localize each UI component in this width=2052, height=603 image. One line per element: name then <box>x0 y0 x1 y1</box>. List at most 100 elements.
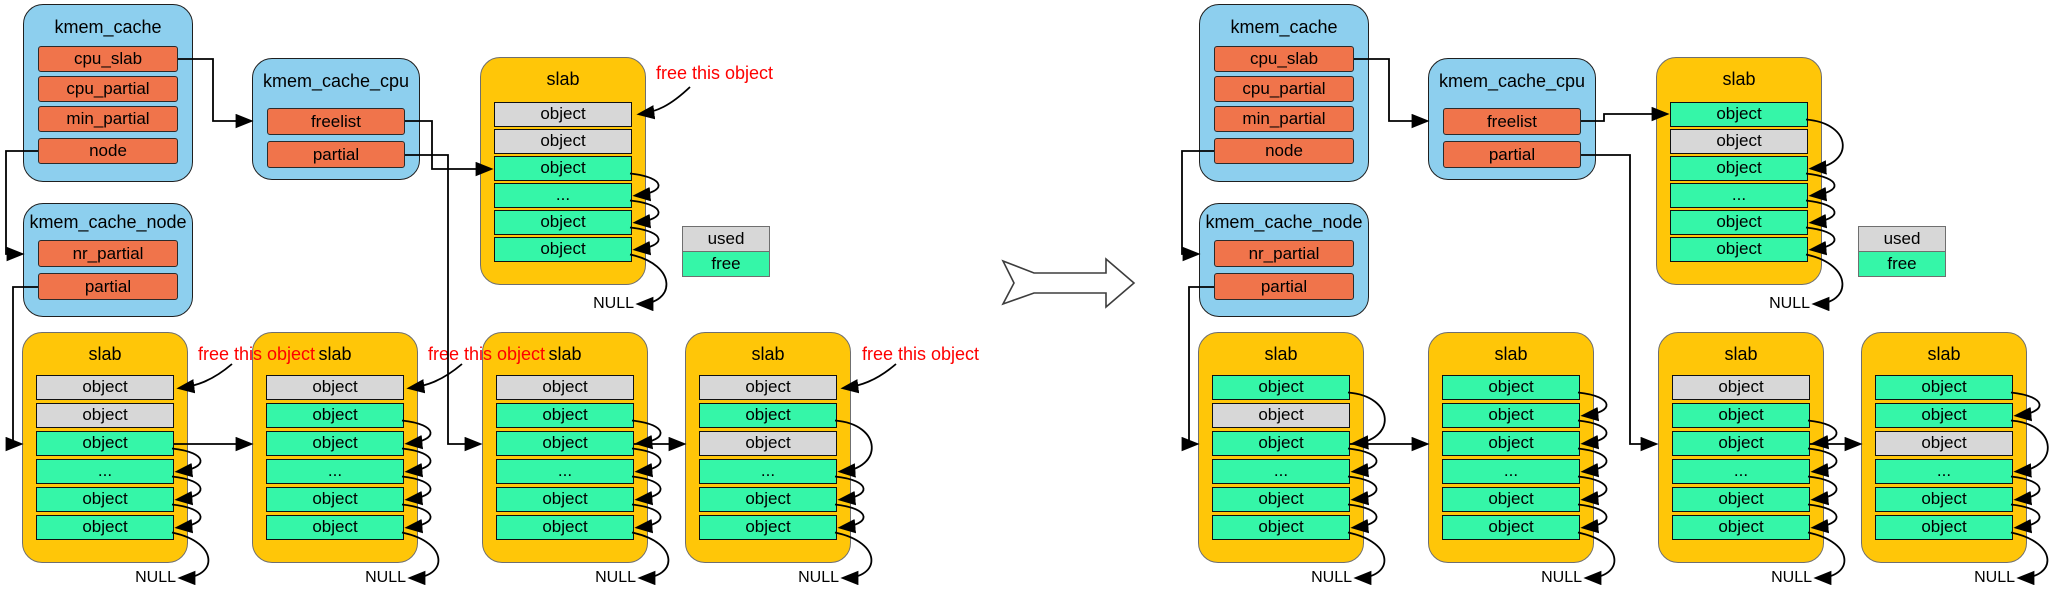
slab-object-row-free: object <box>494 237 632 262</box>
slab-object-row-used: object <box>699 431 837 456</box>
slab-object-row-free: object <box>1442 487 1580 512</box>
slab-object-row-used: object <box>494 129 632 154</box>
slab-object-row-free: object <box>1442 431 1580 456</box>
pointer-arrow <box>636 86 691 120</box>
null-terminator-label: NULL <box>1769 295 1810 312</box>
null-terminator-label: NULL <box>1974 569 2015 586</box>
kmem-cache-title: kmem_cache <box>54 17 162 37</box>
slab-object-row-used: object <box>1670 129 1808 154</box>
slab-object-row-used: object <box>1212 403 1350 428</box>
slab-object-row-free: object <box>36 487 174 512</box>
kmem-cache-node-title: kmem_cache_node <box>29 212 187 232</box>
node-partial-slab-2-title: slab <box>1494 344 1528 364</box>
slab-object-row-free: object <box>1672 487 1810 512</box>
slab-object-row-free: object <box>1670 237 1808 262</box>
kmem-cache-cpu-field-freelist: freelist <box>1443 108 1581 135</box>
slab-object-row-free: object <box>699 403 837 428</box>
slab-object-row-free: object <box>1672 431 1810 456</box>
kmem-cache-field-min_partial: min_partial <box>1214 106 1354 132</box>
slab-object-row-free: object <box>266 403 404 428</box>
kmem-cache-node-field-partial: partial <box>1214 273 1354 300</box>
slab-object-row-free: object <box>494 210 632 235</box>
slab-object-row-free: ... <box>496 459 634 484</box>
kmem-cache-cpu-title: kmem_cache_cpu <box>1438 71 1586 91</box>
kmem-cache-field-cpu_slab: cpu_slab <box>38 46 178 72</box>
slab-object-row-free: object <box>266 431 404 456</box>
slab-object-row-free: object <box>1670 156 1808 181</box>
null-terminator-label: NULL <box>595 569 636 586</box>
null-terminator-label: NULL <box>1311 569 1352 586</box>
slab-object-row-free: object <box>1442 403 1580 428</box>
slab-object-row-used: object <box>496 375 634 400</box>
node-partial-slab-2-title: slab <box>318 344 352 364</box>
slab-object-row-free: ... <box>1670 183 1808 208</box>
slab-object-row-free: object <box>36 431 174 456</box>
slab-object-row-free: ... <box>1442 459 1580 484</box>
free-this-object-label: free this object <box>656 63 774 83</box>
slab-object-row-free: ... <box>699 459 837 484</box>
kmem-cache-field-node: node <box>1214 138 1354 164</box>
slab-object-row-free: ... <box>1672 459 1810 484</box>
legend-used: used <box>1858 226 1946 252</box>
free-this-object-label: free this object <box>198 344 316 364</box>
cpu-partial-slab-2-title: slab <box>1927 344 1961 364</box>
node-partial-slab-1-title: slab <box>88 344 122 364</box>
slab-object-row-free: object <box>699 515 837 540</box>
slab-object-row-free: object <box>1442 515 1580 540</box>
legend-free: free <box>682 251 770 277</box>
slab-object-row-free: object <box>1442 375 1580 400</box>
kmem-cache-cpu-field-freelist: freelist <box>267 108 405 135</box>
slab-object-row-used: object <box>699 375 837 400</box>
kmem-cache-field-cpu_partial: cpu_partial <box>1214 76 1354 102</box>
before-after-transform-arrow <box>1001 257 1136 309</box>
null-terminator-label: NULL <box>798 569 839 586</box>
null-terminator-label: NULL <box>135 569 176 586</box>
kmem-cache-node-field-nr_partial: nr_partial <box>38 240 178 267</box>
kmem-cache-node-title: kmem_cache_node <box>1205 212 1363 232</box>
slab-object-row-free: object <box>496 515 634 540</box>
slab-object-row-used: object <box>266 375 404 400</box>
legend-free: free <box>1858 251 1946 277</box>
kmem-cache-node-field-partial: partial <box>38 273 178 300</box>
slab-object-row-free: object <box>266 487 404 512</box>
cpu-slab-title: slab <box>546 69 580 89</box>
slab-object-row-free: object <box>1672 515 1810 540</box>
slab-object-row-free: object <box>699 487 837 512</box>
kmem-cache-field-node: node <box>38 138 178 164</box>
null-terminator-label: NULL <box>365 569 406 586</box>
kmem-cache-cpu-title: kmem_cache_cpu <box>262 71 410 91</box>
slab-object-row-free: object <box>1875 375 2013 400</box>
slab-object-row-free: object <box>1212 515 1350 540</box>
slab-object-row-used: object <box>36 403 174 428</box>
null-terminator-label: NULL <box>1771 569 1812 586</box>
kmem-cache-field-cpu_partial: cpu_partial <box>38 76 178 102</box>
kmem-cache-cpu-field-partial: partial <box>267 141 405 168</box>
slab-object-row-free: ... <box>36 459 174 484</box>
kmem-cache-title: kmem_cache <box>1230 17 1338 37</box>
slab-object-row-free: object <box>1670 210 1808 235</box>
legend-used: used <box>682 226 770 252</box>
slab-object-row-free: object <box>494 156 632 181</box>
slab-object-row-free: object <box>496 431 634 456</box>
null-terminator-label: NULL <box>1541 569 1582 586</box>
slab-object-row-free: ... <box>266 459 404 484</box>
slab-object-row-free: object <box>496 487 634 512</box>
slab-object-row-free: object <box>1672 403 1810 428</box>
slab-object-row-free: object <box>1875 487 2013 512</box>
kmem-cache-node-field-nr_partial: nr_partial <box>1214 240 1354 267</box>
slab-object-row-free: ... <box>494 183 632 208</box>
kmem-cache-field-cpu_slab: cpu_slab <box>1214 46 1354 72</box>
slab-object-row-free: object <box>1875 515 2013 540</box>
kmem-cache-cpu-field-partial: partial <box>1443 141 1581 168</box>
cpu-partial-slab-1-title: slab <box>548 344 582 364</box>
slab-object-row-free: object <box>1212 431 1350 456</box>
slab-object-row-used: object <box>1875 431 2013 456</box>
kmem-cache-field-min_partial: min_partial <box>38 106 178 132</box>
null-terminator-label: NULL <box>593 295 634 312</box>
cpu-slab-title: slab <box>1722 69 1756 89</box>
cpu-partial-slab-2-title: slab <box>751 344 785 364</box>
slab-object-row-free: object <box>1212 375 1350 400</box>
slab-object-row-free: object <box>1875 403 2013 428</box>
node-partial-slab-1-title: slab <box>1264 344 1298 364</box>
